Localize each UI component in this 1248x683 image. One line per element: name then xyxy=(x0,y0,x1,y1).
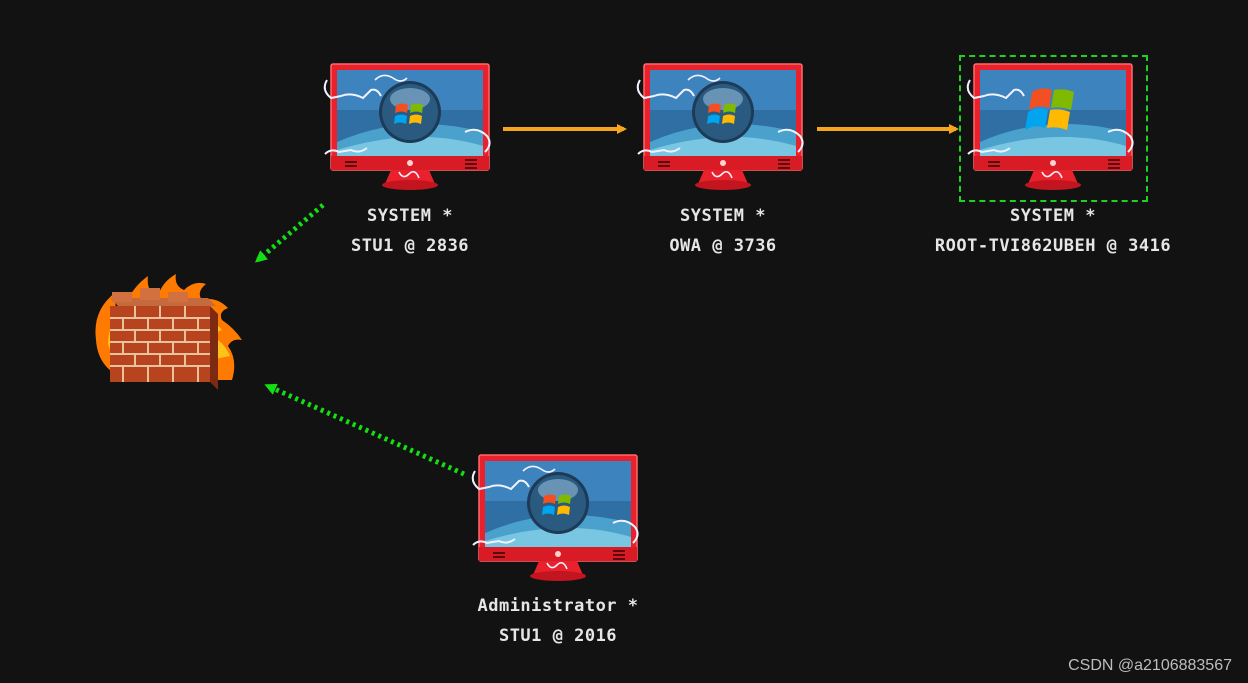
session-host: OWA @ 3736 xyxy=(669,236,777,256)
session-label: Administrator * STU1 @ 2016 xyxy=(477,591,638,651)
windows-xp-monitor-icon[interactable] xyxy=(958,62,1148,192)
session-node-selected[interactable]: SYSTEM * ROOT-TVI862UBEH @ 3416 xyxy=(935,62,1171,256)
session-node[interactable]: Administrator * STU1 @ 2016 xyxy=(463,453,653,646)
session-label: SYSTEM * OWA @ 3736 xyxy=(669,201,776,261)
session-node[interactable]: SYSTEM * OWA @ 3736 xyxy=(628,62,818,256)
session-label: SYSTEM * STU1 @ 2836 xyxy=(351,201,469,261)
windows-7-monitor-icon[interactable] xyxy=(315,62,505,192)
session-host: STU1 @ 2016 xyxy=(498,626,618,646)
windows-7-monitor-icon[interactable] xyxy=(463,453,653,583)
watermark: CSDN @a2106883567 xyxy=(1068,657,1232,674)
session-user: SYSTEM * xyxy=(1010,206,1096,226)
firewall-icon[interactable] xyxy=(88,270,258,398)
session-user: SYSTEM * xyxy=(367,206,453,226)
pivot-link-green-dotted xyxy=(264,383,466,477)
session-user: Administrator * xyxy=(477,596,639,616)
selection-box xyxy=(959,55,1148,202)
session-user: SYSTEM * xyxy=(680,206,766,226)
pivot-link-green-dotted xyxy=(254,203,325,263)
session-host: STU1 @ 2836 xyxy=(350,236,470,256)
session-label: SYSTEM * ROOT-TVI862UBEH @ 3416 xyxy=(935,201,1171,261)
session-node[interactable]: SYSTEM * STU1 @ 2836 xyxy=(315,62,505,256)
windows-7-monitor-icon[interactable] xyxy=(628,62,818,192)
session-host: ROOT-TVI862UBEH @ 3416 xyxy=(934,236,1172,256)
